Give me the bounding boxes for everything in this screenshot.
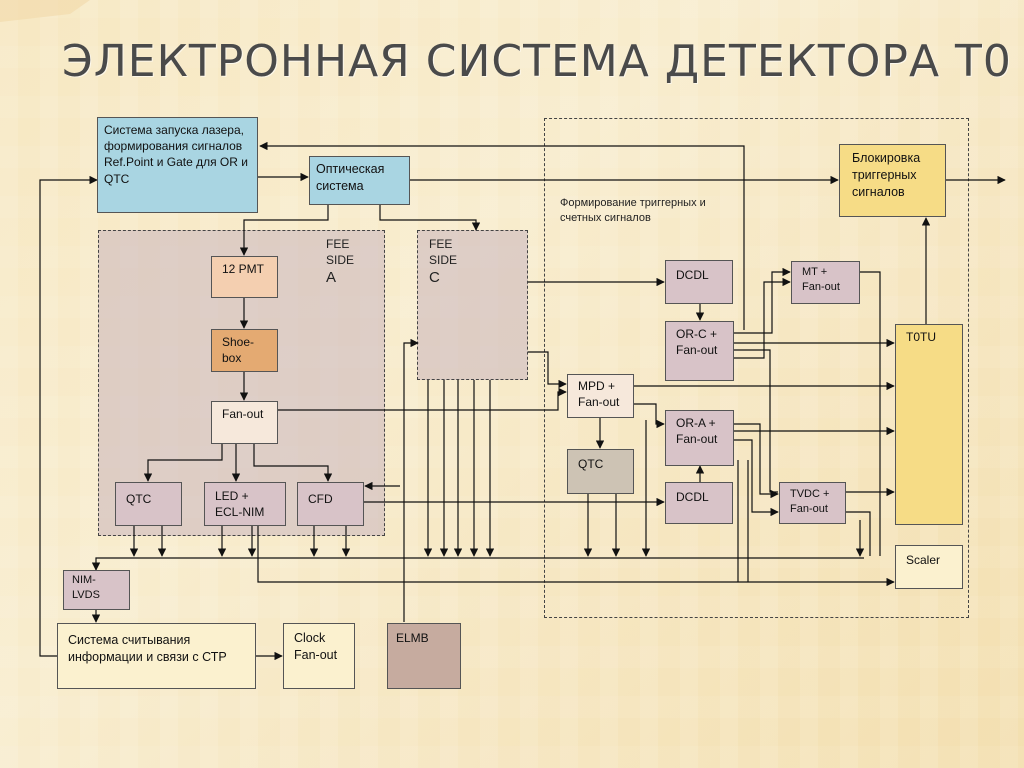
t0tu-block: T0TU — [895, 324, 963, 525]
elmb-block: ELMB — [387, 623, 461, 689]
trigger-blocking-block: Блокировка триггерных сигналов — [839, 144, 946, 217]
page-title: ЭЛЕКТРОННАЯ СИСТЕМА ДЕТЕКТОРА T0 — [62, 36, 1012, 87]
shoebox-block: Shoe-box — [211, 329, 278, 372]
fee-side-a-label: FEE SIDE A — [326, 236, 354, 289]
fee-side-c-label: FEE SIDE C — [429, 236, 457, 289]
trigger-forming-region — [544, 118, 969, 618]
fee-c-line-1: FEE — [429, 237, 453, 251]
readout-block: Система считывания информации и связи с … — [57, 623, 256, 689]
qtc-c-block: QTC — [567, 449, 634, 494]
fee-a-line-1: FEE — [326, 237, 350, 251]
mpd-fanout-block: MPD + Fan-out — [567, 374, 634, 418]
laser-system-block: Система запуска лазера, формирования сиг… — [97, 117, 258, 213]
trigger-forming-label: Формирование триггерных и счетных сигнал… — [560, 197, 706, 224]
pmt-block: 12 PMT — [211, 256, 278, 298]
or-a-fanout-block: OR-A + Fan-out — [665, 410, 734, 466]
optical-system-block: Оптическая система — [309, 156, 410, 205]
fee-a-line-3: A — [326, 269, 337, 287]
fanout-block: Fan-out — [211, 401, 278, 444]
scaler-block: Scaler — [895, 545, 963, 589]
title-decoration — [0, 0, 90, 22]
or-c-fanout-block: OR-C + Fan-out — [665, 321, 734, 381]
qtc-a-block: QTC — [115, 482, 182, 526]
fee-side-c-region — [417, 230, 528, 380]
dcdl-top-block: DCDL — [665, 260, 733, 304]
fee-a-line-2: SIDE — [326, 253, 355, 268]
mt-fanout-block: MT + Fan-out — [791, 261, 860, 304]
clock-fanout-block: Clock Fan-out — [283, 623, 355, 689]
cfd-block: CFD — [297, 482, 364, 526]
dcdl-bottom-block: DCDL — [665, 482, 733, 524]
led-ecl-nim-block: LED + ECL-NIM — [204, 482, 286, 526]
fee-c-line-3: C — [429, 269, 440, 287]
fee-c-line-2: SIDE — [429, 253, 458, 268]
tvdc-fanout-block: TVDC + Fan-out — [779, 482, 846, 524]
nim-lvds-block: NIM-LVDS — [63, 570, 130, 610]
